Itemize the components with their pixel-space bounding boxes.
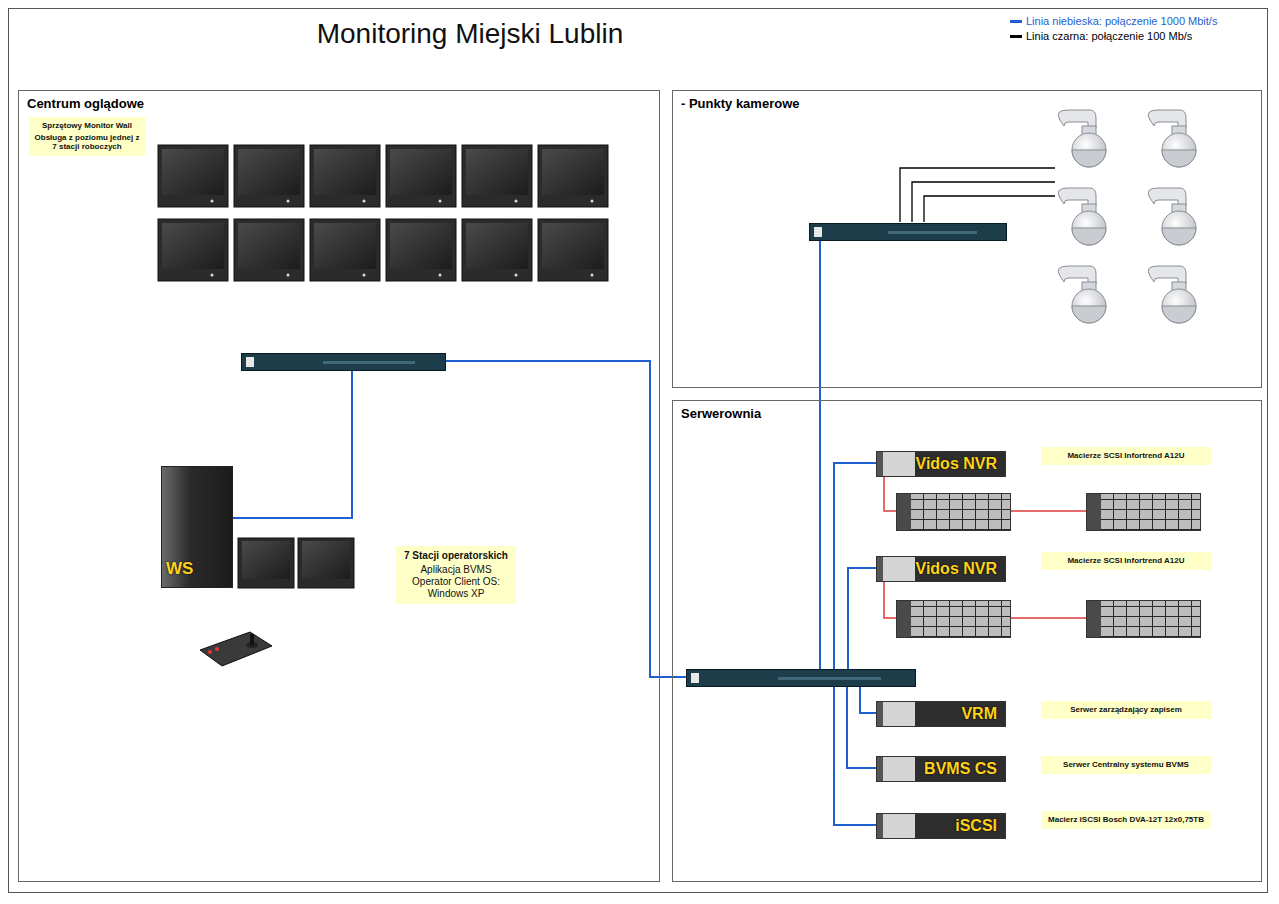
note-box: 7 Stacji operatorskichAplikacja BVMS Ope… [396,546,516,604]
monitor [158,219,228,281]
diagram-title: Monitoring Miejski Lublin [170,18,770,50]
device-label: WS [166,559,193,579]
region-panel: Centrum oglądoweSprzętowy Monitor WallOb… [18,90,660,882]
network-switch [241,353,446,371]
monitor [310,145,380,207]
workstation: WS [161,466,233,588]
region-title: Centrum oglądowe [27,96,144,111]
disk-array [1086,600,1201,638]
legend: Linia niebieska: połączenie 1000 Mbit/sL… [1010,14,1217,44]
network-link [819,241,821,669]
server-box: Vidos NVR [876,556,1006,582]
server-box: Vidos NVR [876,451,1006,477]
legend-text: Linia niebieska: połączenie 1000 Mbit/s [1026,14,1217,29]
note-box: Serwer zarządzający zapisem [1041,701,1211,719]
network-link [834,463,876,669]
scsi-link [1011,510,1086,512]
network-link [848,568,876,669]
region-title: Serwerownia [681,406,761,421]
disk-array [896,493,1011,531]
device-label: Vidos NVR [916,560,998,578]
legend-row: Linia czarna: połączenie 100 Mb/s [1010,29,1217,44]
server-box: iSCSI [876,813,1006,839]
note-text: 7 Stacji operatorskich [401,550,511,562]
scsi-link [884,477,896,511]
legend-swatch [1010,35,1022,38]
note-text: Macierze SCSI Infortrend A12U [1046,451,1206,461]
note-box: Macierz iSCSI Bosch DVA-12T 12x0,75TB [1041,811,1211,829]
device-label: Vidos NVR [916,455,998,473]
ptz-camera [1148,188,1196,245]
note-box: Sprzętowy Monitor WallObsługa z poziomu … [29,117,145,156]
ptz-camera [1058,188,1106,245]
note-text: Serwer Centralny systemu BVMS [1046,760,1206,770]
monitor [234,219,304,281]
server-box: VRM [876,701,1006,727]
region-title: - Punkty kamerowe [681,96,800,111]
network-switch [686,669,916,687]
camera-wires [900,168,1055,222]
note-text: Serwer zarządzający zapisem [1046,705,1206,715]
network-switch [809,223,1007,241]
region-panel: - Punkty kamerowe [672,90,1262,388]
monitor [386,219,456,281]
monitor [158,145,228,207]
monitor [538,219,608,281]
keyboard-joystick [200,632,272,666]
monitor-wall [158,145,608,281]
legend-text: Linia czarna: połączenie 100 Mb/s [1026,29,1192,44]
device-label: iSCSI [955,817,997,835]
monitor [386,145,456,207]
region-panel: SerwerowniaVidos NVR Macierze SCSI Infort… [672,400,1262,882]
scsi-link [1011,617,1086,619]
note-text: Aplikacja BVMS Operator Client OS: Windo… [401,564,511,600]
ptz-camera [1148,266,1196,323]
note-text: Obsługa z poziomu jednej z 7 stacji robo… [34,133,140,152]
device-label: BVMS CS [924,760,997,778]
device-label: VRM [961,705,997,723]
ptz-camera [1058,266,1106,323]
note-box: Macierze SCSI Infortrend A12U [1041,552,1211,570]
ptz-camera [1148,110,1196,167]
monitor [234,145,304,207]
network-link [446,361,686,677]
network-link [847,687,876,768]
disk-array [896,600,1011,638]
legend-swatch [1010,20,1022,23]
legend-row: Linia niebieska: połączenie 1000 Mbit/s [1010,14,1217,29]
note-box: Macierze SCSI Infortrend A12U [1041,447,1211,465]
note-text: Macierze SCSI Infortrend A12U [1046,556,1206,566]
ptz-cameras [1058,110,1196,323]
monitor [462,219,532,281]
server-box: BVMS CS [876,756,1006,782]
monitor [310,219,380,281]
network-link [834,687,876,825]
note-text: Sprzętowy Monitor Wall [34,121,140,131]
monitor [462,145,532,207]
network-link [233,371,352,518]
monitor [538,145,608,207]
ptz-camera [1058,110,1106,167]
note-text: Macierz iSCSI Bosch DVA-12T 12x0,75TB [1046,815,1206,825]
disk-array [1086,493,1201,531]
operator-monitors [238,538,354,588]
network-link [860,687,876,713]
scsi-link [884,582,896,618]
note-box: Serwer Centralny systemu BVMS [1041,756,1211,774]
